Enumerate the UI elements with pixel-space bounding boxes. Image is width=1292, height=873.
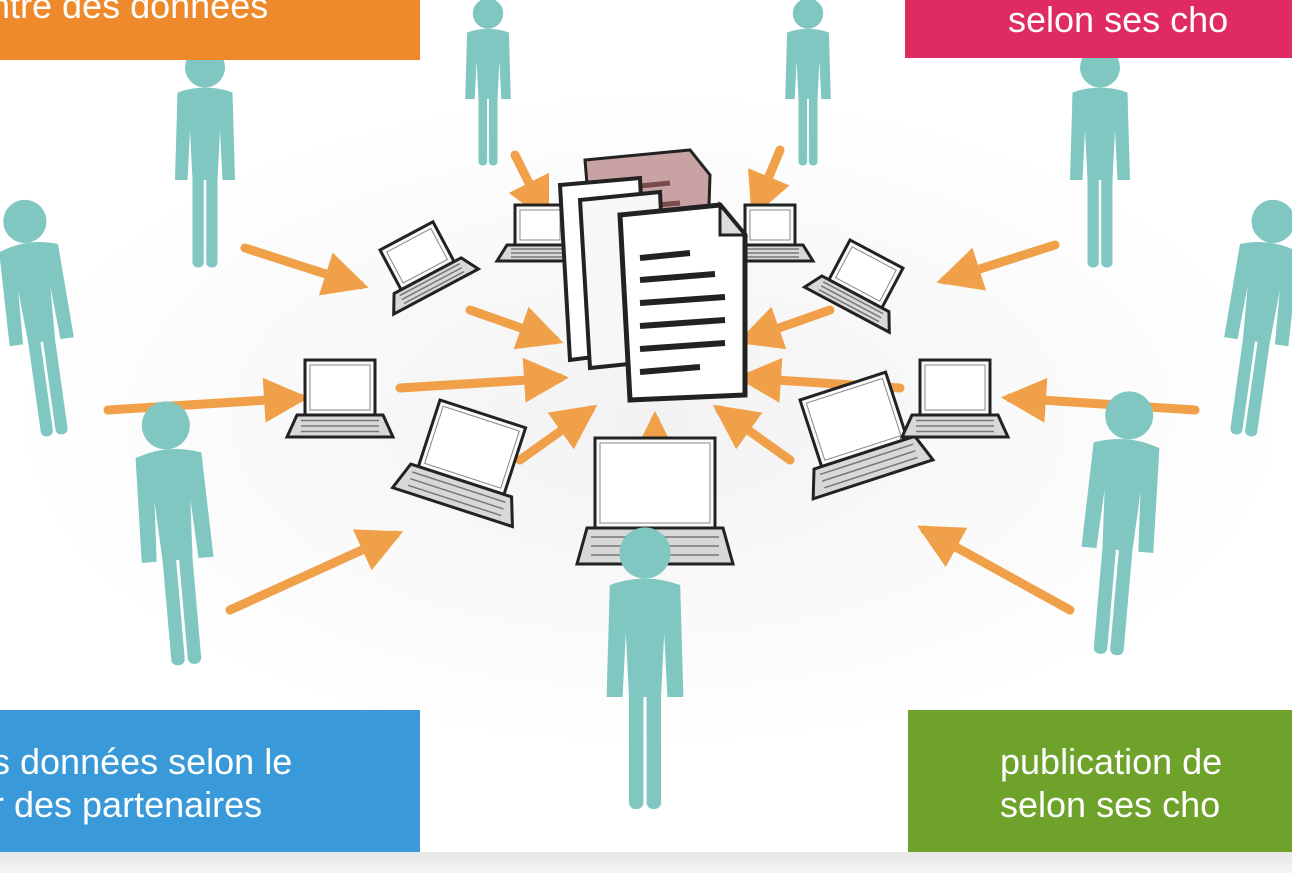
document-stack-icon xyxy=(557,148,749,403)
label-line: selon ses cho xyxy=(1000,784,1221,825)
laptop-icon xyxy=(798,370,936,501)
arrow-icon xyxy=(748,145,790,219)
arrow-icon xyxy=(917,525,1075,615)
laptop-icon xyxy=(724,203,816,263)
person-icon xyxy=(175,47,235,268)
bottom-strip xyxy=(0,852,1292,873)
label-bottom-right: publication de selon ses cho xyxy=(908,710,1292,852)
arrow-icon xyxy=(936,240,1060,291)
laptop-icon xyxy=(390,398,528,529)
arrows-group xyxy=(103,145,1200,615)
laptops-group xyxy=(284,203,1011,566)
people-group xyxy=(0,0,1292,809)
label-line: s données selon le xyxy=(0,741,293,782)
label-line: r des partenaires xyxy=(0,784,263,825)
arrow-icon xyxy=(395,357,569,403)
arrow-icon xyxy=(240,243,369,296)
arrow-icon xyxy=(103,377,309,423)
laptop-icon xyxy=(494,203,586,263)
person-icon xyxy=(1070,47,1130,268)
label-line: publication de xyxy=(1000,741,1223,782)
label-top-right: selon ses cho xyxy=(905,0,1292,58)
label-line: selon ses cho xyxy=(1008,0,1229,40)
laptop-icon xyxy=(284,358,396,439)
arrow-icon xyxy=(712,404,795,465)
arrow-icon xyxy=(736,305,835,350)
person-icon xyxy=(465,0,511,166)
arrow-icon xyxy=(465,305,564,350)
label-line: ntre des données xyxy=(0,0,269,26)
arrow-icon xyxy=(1001,377,1200,423)
laptop-icon xyxy=(575,436,735,566)
person-icon xyxy=(606,527,684,809)
person-icon xyxy=(0,199,74,437)
laptop-icon xyxy=(377,219,482,317)
label-top-left: ntre des données xyxy=(0,0,420,60)
laptop-icon xyxy=(899,358,1011,439)
arrow-icon xyxy=(515,404,598,465)
person-icon xyxy=(135,401,214,666)
arrow-icon xyxy=(225,529,404,615)
person-icon xyxy=(1224,199,1292,437)
person-icon xyxy=(1081,391,1160,656)
person-icon xyxy=(785,0,831,166)
laptop-icon xyxy=(801,237,906,335)
label-bottom-left: s données selon le r des partenaires xyxy=(0,710,420,852)
